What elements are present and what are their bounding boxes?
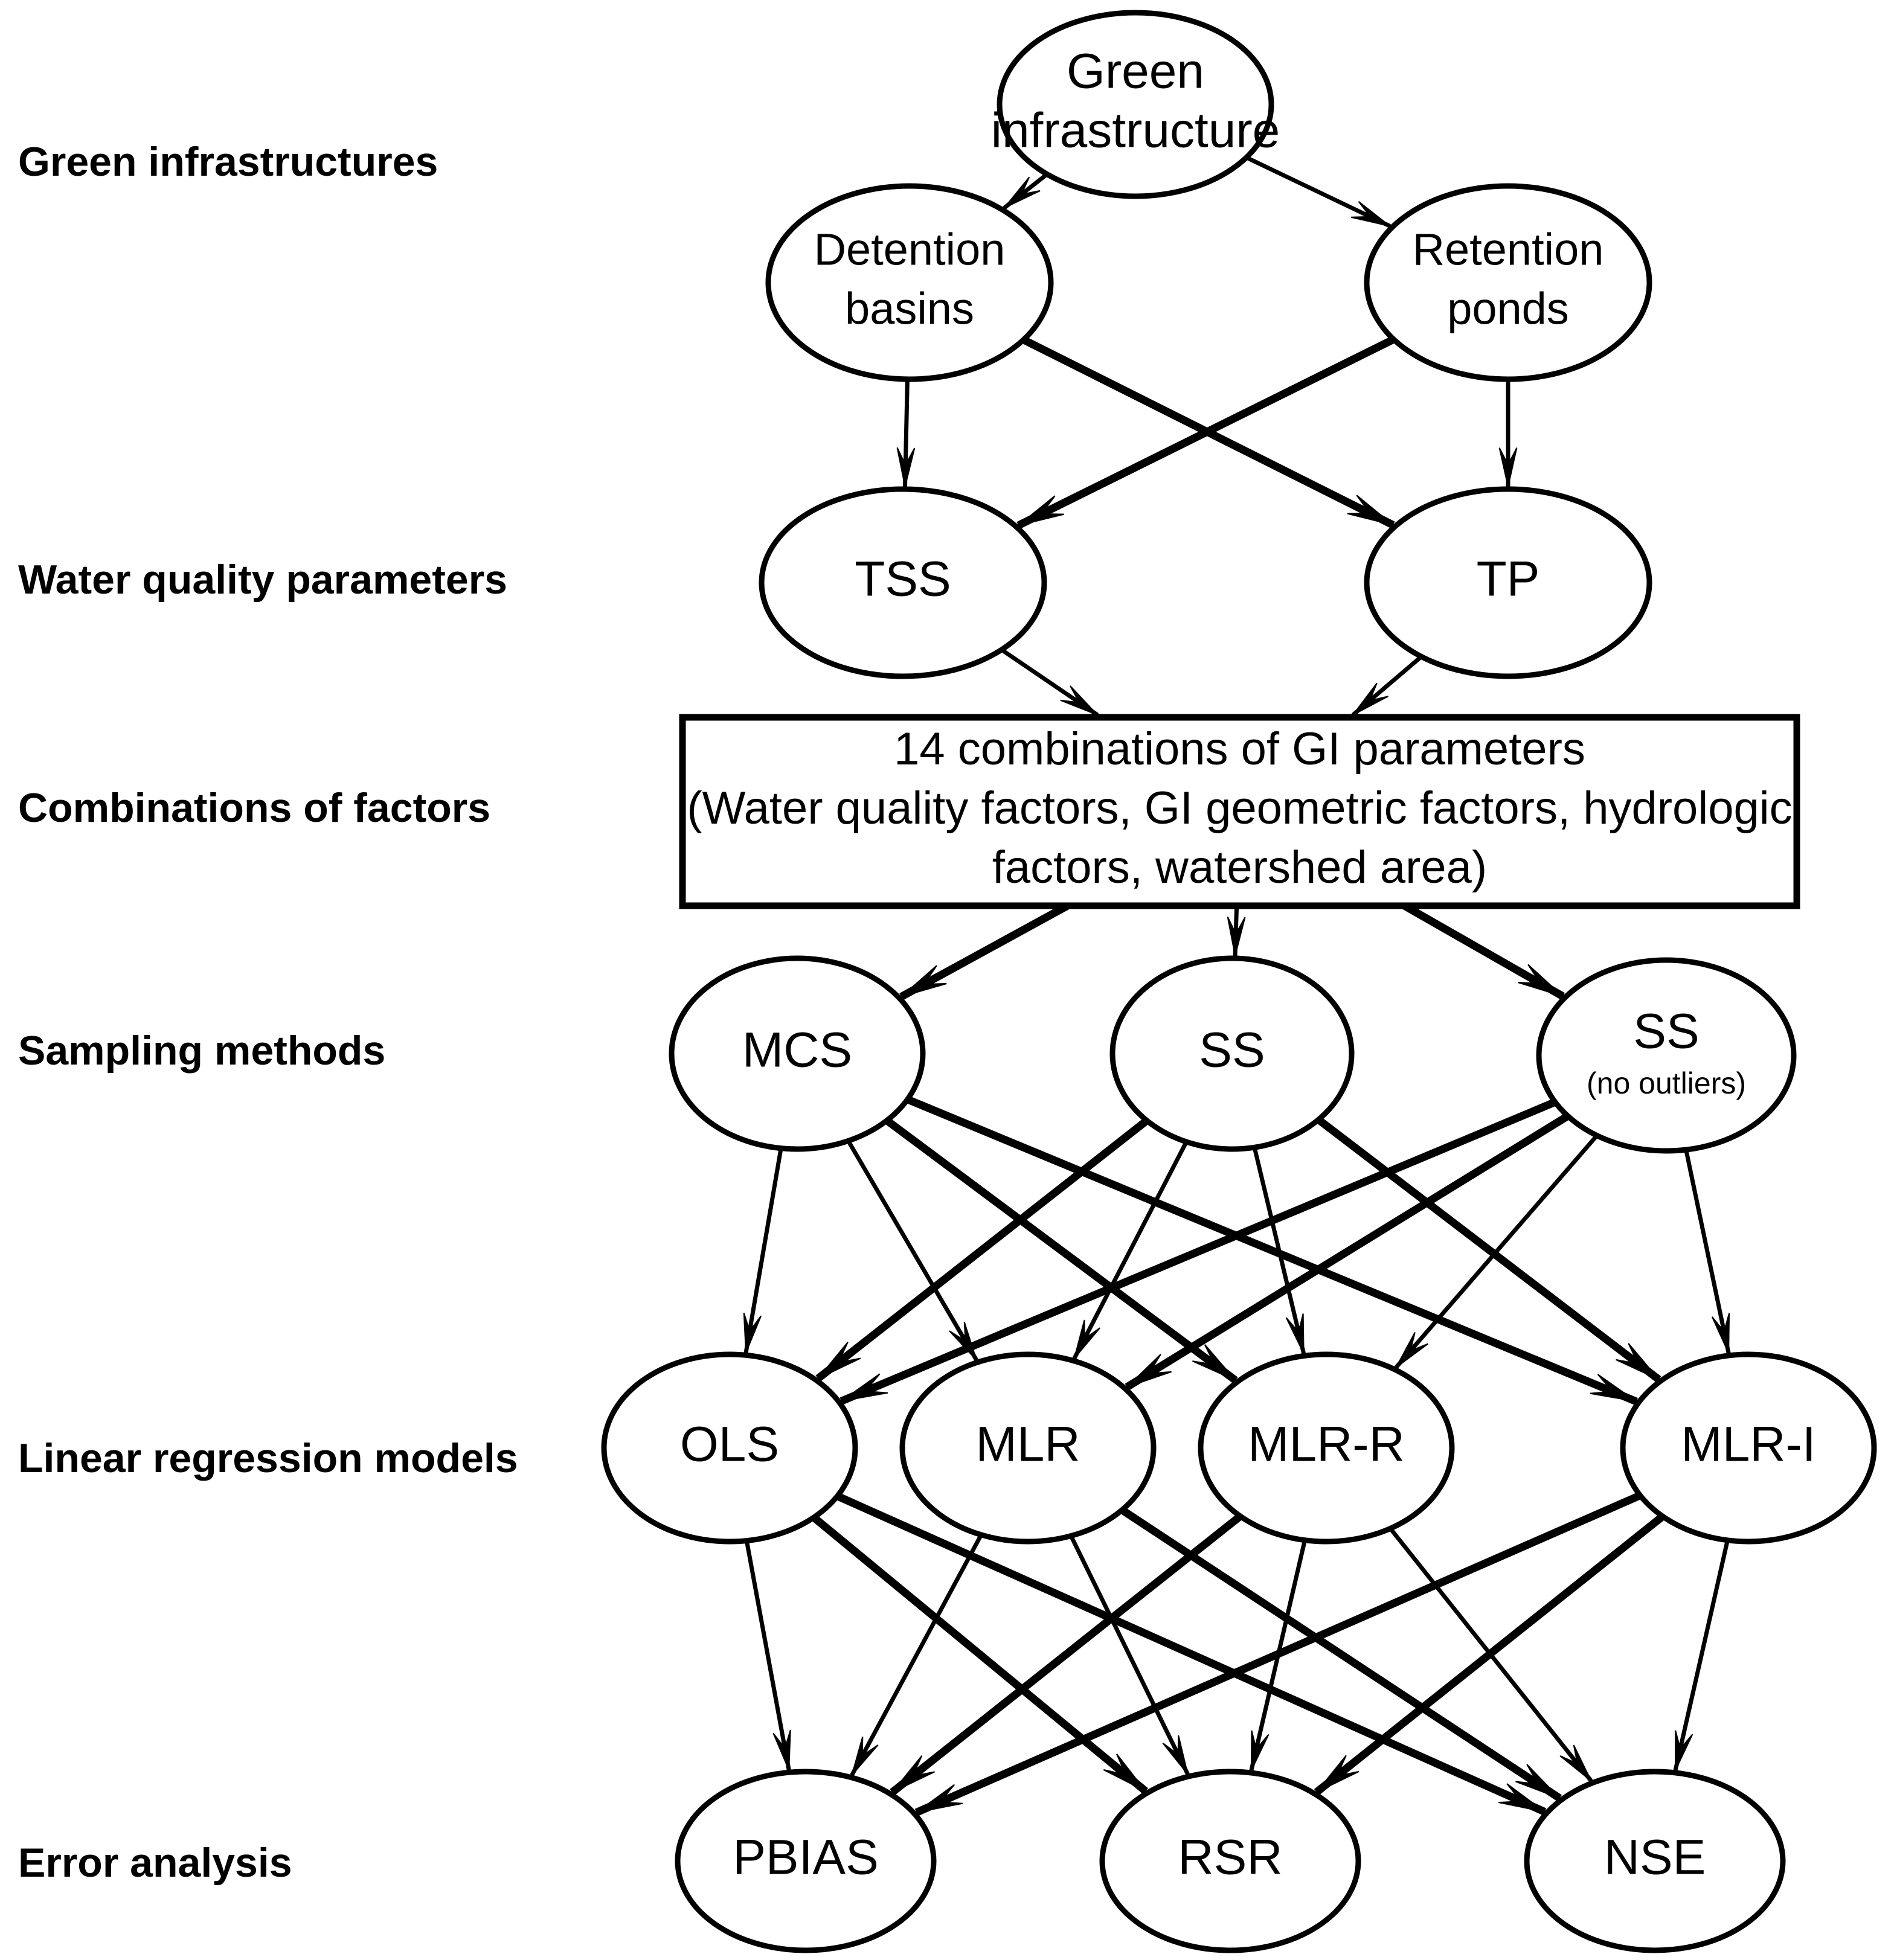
edge-mcs-to-mlr-i	[906, 1095, 1638, 1406]
nodes-layer: 14 combinations of GI parameters (Water q…	[601, 10, 1877, 1953]
node-sublabel: (no outliers)	[1587, 1066, 1746, 1100]
node-shape	[669, 955, 926, 1152]
row-water-quality-parameters: Water quality parameters	[18, 557, 507, 603]
node-shape	[1198, 1351, 1455, 1545]
node-ols[interactable]: OLS	[601, 1351, 858, 1545]
edge-ss-no-outliers-to-mlr-r	[1394, 1134, 1599, 1369]
edge-tss-to-combinations-box	[1000, 648, 1099, 717]
node-rsr[interactable]: RSR	[1099, 1769, 1361, 1953]
edge-mlr-to-pbias	[850, 1534, 983, 1776]
row-sampling-methods: Sampling methods	[18, 1028, 385, 1074]
node-shape	[1099, 1769, 1361, 1953]
edge-mcs-to-ols	[743, 1148, 783, 1353]
edge-detention-basins-to-tss	[896, 379, 916, 487]
edge-ols-to-nse	[835, 1492, 1547, 1816]
node-shape	[765, 183, 1054, 382]
edge-mcs-to-mlr-r	[884, 1117, 1238, 1384]
node-label: OLS	[680, 1417, 779, 1472]
edge-ss-no-outliers-to-mlr	[1125, 1112, 1570, 1391]
node-tp[interactable]: TP	[1364, 486, 1652, 679]
combinations-box-line: factors, watershed area)	[992, 842, 1488, 893]
edge-green-infrastructure-to-detention-basins	[1003, 172, 1048, 210]
node-label: PBIAS	[733, 1830, 879, 1885]
node-label: Retention	[1413, 225, 1604, 275]
node-label: TP	[1477, 552, 1540, 607]
node-label: RSR	[1178, 1830, 1282, 1885]
edge-mlr-i-to-rsr	[1314, 1513, 1666, 1796]
edge-combinations-box-to-ss-no-outliers	[1402, 902, 1565, 1000]
edge-combinations-box-to-mcs	[899, 902, 1070, 1001]
node-retention-ponds[interactable]: Retention ponds	[1364, 183, 1652, 382]
edge-ols-to-pbias	[744, 1540, 791, 1770]
edge-ss-no-outliers-to-mlr-i	[1684, 1149, 1731, 1354]
node-shape	[1620, 1351, 1877, 1545]
node-tss[interactable]: TSS	[759, 486, 1047, 679]
node-label: MLR-R	[1248, 1417, 1405, 1472]
node-shape	[759, 486, 1047, 679]
node-label: NSE	[1604, 1830, 1706, 1885]
edge-mlr-to-nse	[1120, 1507, 1562, 1802]
edge-ss-to-mlr-i	[1316, 1116, 1661, 1383]
node-shape	[1109, 955, 1355, 1152]
node-ss[interactable]: SS	[1109, 955, 1355, 1152]
node-label: Green	[1067, 44, 1204, 99]
node-shape	[1364, 183, 1652, 382]
edge-green-infrastructure-to-retention-ponds	[1245, 155, 1391, 228]
edge-ss-to-ols	[815, 1117, 1149, 1382]
node-label: MCS	[742, 1023, 852, 1078]
node-mlr[interactable]: MLR	[899, 1351, 1157, 1545]
node-ss-no-outliers[interactable]: SS (no outliers)	[1536, 957, 1797, 1154]
edge-mlr-i-to-pbias	[914, 1491, 1642, 1816]
node-label: SS	[1199, 1023, 1265, 1078]
row-combinations-of-factors: Combinations of factors	[18, 785, 490, 831]
node-shape	[1536, 957, 1797, 1154]
node-shape	[601, 1351, 858, 1545]
node-shape	[675, 1769, 937, 1953]
node-label: SS	[1633, 1004, 1699, 1059]
node-mcs[interactable]: MCS	[669, 955, 926, 1152]
edge-ss-no-outliers-to-ols	[839, 1098, 1557, 1405]
node-label: TSS	[855, 552, 951, 607]
node-mlr-r[interactable]: MLR-R	[1198, 1351, 1455, 1545]
node-nse[interactable]: NSE	[1524, 1769, 1786, 1953]
edge-tp-to-combinations-box	[1351, 655, 1423, 717]
node-label: infrastructure	[991, 103, 1280, 158]
node-label: MLR-I	[1681, 1417, 1815, 1472]
edge-combinations-box-to-ss	[1227, 905, 1246, 956]
combinations-box-line: (Water quality factors, GI geometric fac…	[687, 783, 1792, 834]
edge-ss-to-mlr	[1072, 1141, 1189, 1360]
node-shape	[997, 10, 1274, 199]
row-error-analysis: Error analysis	[18, 1840, 292, 1886]
node-label: MLR	[975, 1417, 1080, 1472]
edge-mlr-r-to-pbias	[890, 1513, 1243, 1796]
node-detention-basins[interactable]: Detention basins	[765, 183, 1054, 382]
row-linear-regression-models: Linear regression models	[18, 1435, 518, 1481]
row-green-infrastructures: Green infrastructures	[18, 139, 438, 185]
edges-layer	[743, 155, 1731, 1816]
edge-retention-ponds-to-tp	[1498, 379, 1518, 487]
node-mlr-i[interactable]: MLR-I	[1620, 1351, 1877, 1545]
combinations-box: 14 combinations of GI parameters (Water q…	[679, 714, 1800, 909]
edge-mlr-i-to-nse	[1673, 1540, 1730, 1771]
edge-retention-ponds-to-tss	[1016, 336, 1396, 530]
node-pbias[interactable]: PBIAS	[675, 1769, 937, 1953]
node-label: Detention	[814, 225, 1006, 275]
node-label: basins	[845, 284, 974, 334]
edge-ols-to-rsr	[811, 1514, 1148, 1795]
combinations-box-line: 14 combinations of GI parameters	[894, 723, 1585, 775]
node-label: ponds	[1447, 284, 1569, 334]
node-shape	[899, 1351, 1157, 1545]
edge-mlr-to-rsr	[1069, 1535, 1190, 1775]
node-shape	[1524, 1769, 1786, 1953]
edge-ss-to-mlr-r	[1252, 1147, 1306, 1354]
node-shape	[1364, 486, 1652, 679]
